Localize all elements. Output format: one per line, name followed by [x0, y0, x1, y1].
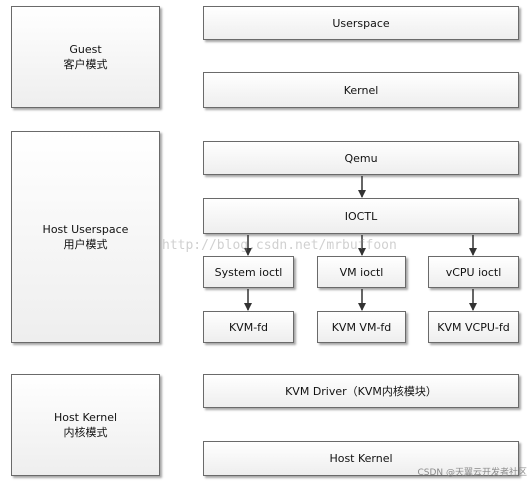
host-kernel-box: Host Kernel — [203, 441, 519, 476]
kvm-vcpu-fd-box: KVM VCPU-fd — [428, 311, 519, 343]
host-kernel-layer: Host Kernel 内核模式 — [11, 374, 160, 476]
guest-layer: Guest 客户模式 — [11, 6, 160, 108]
vcpu-ioctl-label: vCPU ioctl — [445, 265, 502, 279]
kernel-box: Kernel — [203, 72, 519, 108]
vm-ioctl-label: VM ioctl — [339, 265, 384, 279]
host-userspace-layer-subtitle: 用户模式 — [63, 238, 108, 251]
kvm-fd-box: KVM-fd — [203, 311, 294, 343]
kvm-vm-fd-label: KVM VM-fd — [331, 320, 392, 334]
ioctl-label: IOCTL — [344, 209, 378, 223]
guest-layer-title: Guest — [69, 43, 102, 56]
qemu-box: Qemu — [203, 141, 519, 175]
credit-text: CSDN @天翼云开发者社区 — [417, 468, 527, 478]
host-kernel-label: Host Kernel — [329, 452, 393, 465]
kvm-fd-label: KVM-fd — [228, 320, 269, 334]
kvm-driver-label: KVM Driver（KVM内核模块） — [285, 384, 437, 398]
ioctl-box: IOCTL — [203, 198, 519, 234]
vm-ioctl-box: VM ioctl — [317, 256, 406, 288]
kvm-vm-fd-box: KVM VM-fd — [317, 311, 406, 343]
kvm-driver-box: KVM Driver（KVM内核模块） — [203, 374, 519, 408]
host-userspace-layer: Host Userspace 用户模式 — [11, 131, 160, 343]
kvm-vcpu-fd-label: KVM VCPU-fd — [437, 320, 510, 334]
guest-layer-subtitle: 客户模式 — [63, 58, 108, 71]
system-ioctl-label: System ioctl — [214, 265, 283, 279]
kernel-label: Kernel — [343, 83, 379, 97]
host-kernel-layer-subtitle: 内核模式 — [63, 426, 108, 439]
userspace-box: Userspace — [203, 6, 519, 40]
userspace-label: Userspace — [332, 16, 390, 30]
watermark-text: http://blog.csdn.net/mrbuffoon — [162, 238, 397, 253]
qemu-label: Qemu — [344, 151, 378, 165]
system-ioctl-box: System ioctl — [203, 256, 294, 288]
host-userspace-layer-title: Host Userspace — [42, 223, 129, 236]
host-kernel-layer-title: Host Kernel — [53, 411, 118, 424]
vcpu-ioctl-box: vCPU ioctl — [428, 256, 519, 288]
